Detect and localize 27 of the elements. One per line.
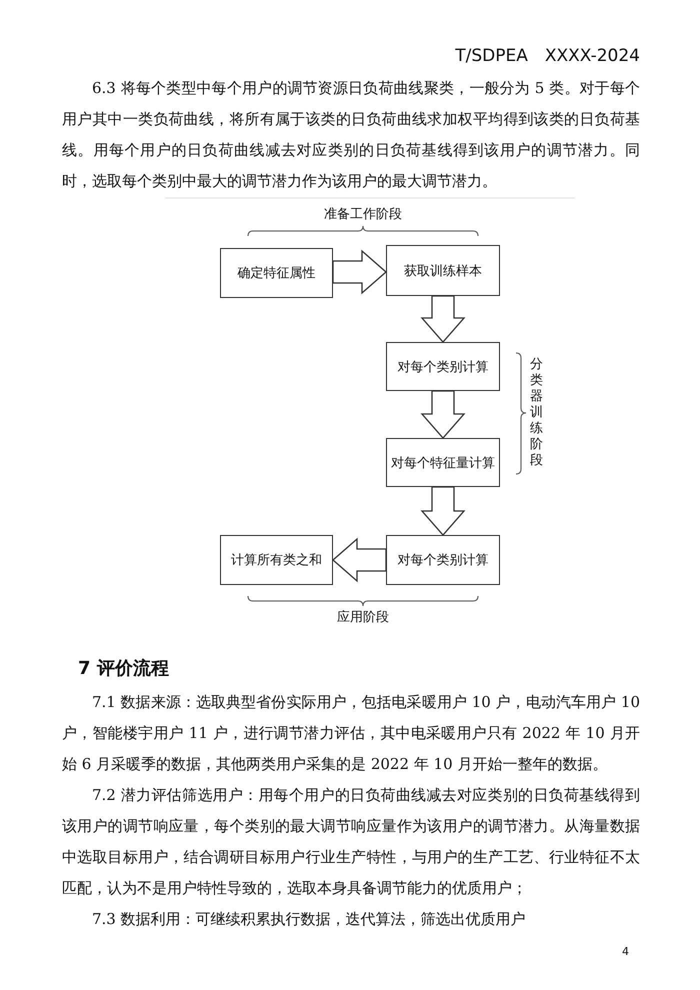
stage-label: 分类器训练阶段 <box>530 357 544 469</box>
block-arrow <box>420 390 466 439</box>
paragraph: 7.2 潜力评估筛选用户：用每个用户的日负荷曲线减去对应类别的日负荷基线得到该用户的调节响应量，每个类别的最大调节响应量作为该用户的调节潜力。从海量数据中选取目标用户，结合调研目标用户行业生产特性，与用户的生产工艺、行业特征不太匹配，认为不是用户特性导致的，选取本身具备调节能力的优质用户； <box>62 785 640 899</box>
process-box <box>386 535 500 585</box>
block-arrow <box>332 538 387 582</box>
process-box <box>386 438 500 487</box>
process-box <box>386 245 500 296</box>
block-arrow <box>332 250 387 294</box>
stage-label: 应用阶段 <box>336 609 390 626</box>
process-box <box>220 248 333 298</box>
paragraph: 7.1 数据来源：选取典型省份实际用户，包括电采暖用户 10 户，电动汽车用户 10 户，智能楼宇用户 11 户，进行调节潜力评估，其中电采暖用户只有 2022 年 10 月开始 6 月采暖季的数据，其他两类用户采集的是 2022 年 10 月开始一整年的数据。 <box>62 692 640 775</box>
section-heading: 7 评价流程 <box>78 657 169 680</box>
box-label: 获取训练样本 <box>404 262 482 280</box>
box-label: 对每个特征量计算 <box>391 454 495 472</box>
box-label: 计算所有类之和 <box>231 552 322 569</box>
box-label: 对每个类别计算 <box>398 358 488 376</box>
process-box <box>220 535 333 585</box>
block-arrow <box>420 295 466 343</box>
paragraph: 6.3 将每个类型中每个用户的调节资源日负荷曲线聚类，一般分为 5 类。对于每个用户其中一类负荷曲线，将所有属于该类的日负荷曲线求加权平均得到该类的日负荷基线。用每个用户的日负荷曲线减去对应类别的日负荷基线得到该用户的调节潜力。同时，选取每个类别中最大的调节潜力作为该用户的最大调节潜力。 <box>62 78 640 192</box>
paragraph: 7.3 数据利用：可继续积累执行数据，迭代算法，筛选出优质用户 <box>91 909 527 930</box>
box-label: 对每个类别计算 <box>398 552 488 569</box>
box-label: 确定特征属性 <box>238 265 316 282</box>
page-number: 4 <box>622 945 629 958</box>
document-number: T/SDPEA XXXX-2024 <box>454 45 640 67</box>
process-box <box>386 342 500 391</box>
stage-label: 准备工作阶段 <box>323 206 403 223</box>
block-arrow <box>420 486 466 536</box>
